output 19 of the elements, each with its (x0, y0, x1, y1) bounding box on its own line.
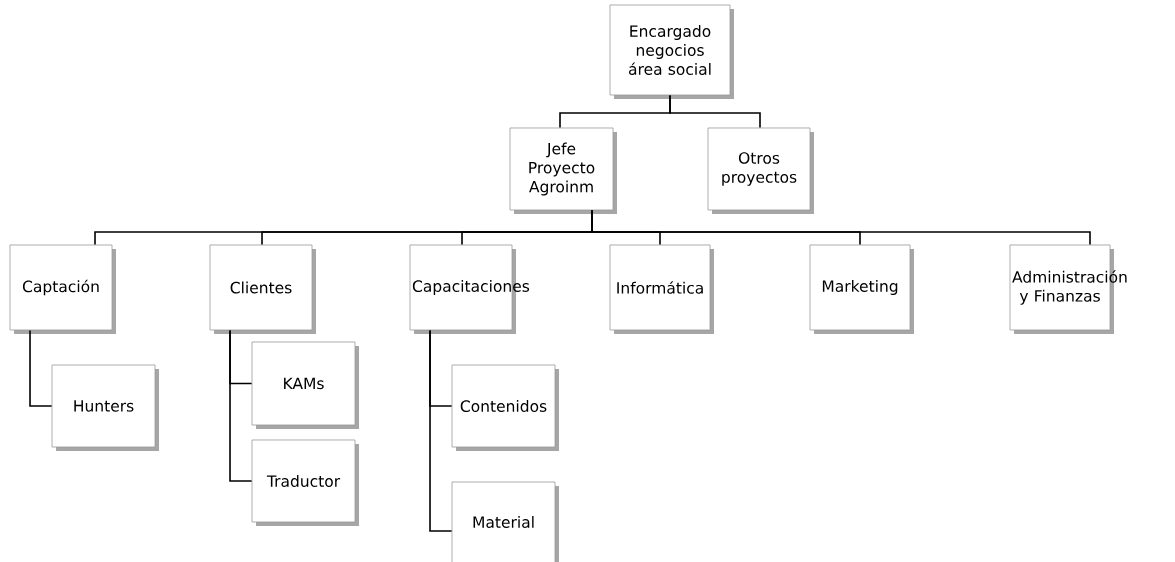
org-box: Encargado negocios área social (609, 4, 734, 99)
connector-line (29, 329, 53, 407)
org-box: Otros proyectos (707, 127, 814, 214)
org-box: Jefe Proyecto Agroinm (509, 127, 617, 214)
org-box: Material (451, 481, 559, 562)
org-box: Marketing (809, 244, 914, 334)
org-box: Captación (9, 244, 116, 334)
org-box: KAMs (251, 341, 359, 429)
org-box: Administración y Finanzas (1009, 244, 1127, 334)
org-box: Hunters (51, 364, 159, 451)
org-box: Clientes (209, 244, 316, 334)
connector-line (591, 209, 1091, 246)
connector-line (669, 94, 761, 129)
org-box: Contenidos (451, 364, 559, 451)
connector-line (229, 329, 253, 482)
org-box: Informática (609, 244, 714, 334)
connector-line (429, 329, 453, 532)
org-box: Capacitaciones (409, 244, 530, 334)
org-box: Traductor (251, 439, 359, 526)
